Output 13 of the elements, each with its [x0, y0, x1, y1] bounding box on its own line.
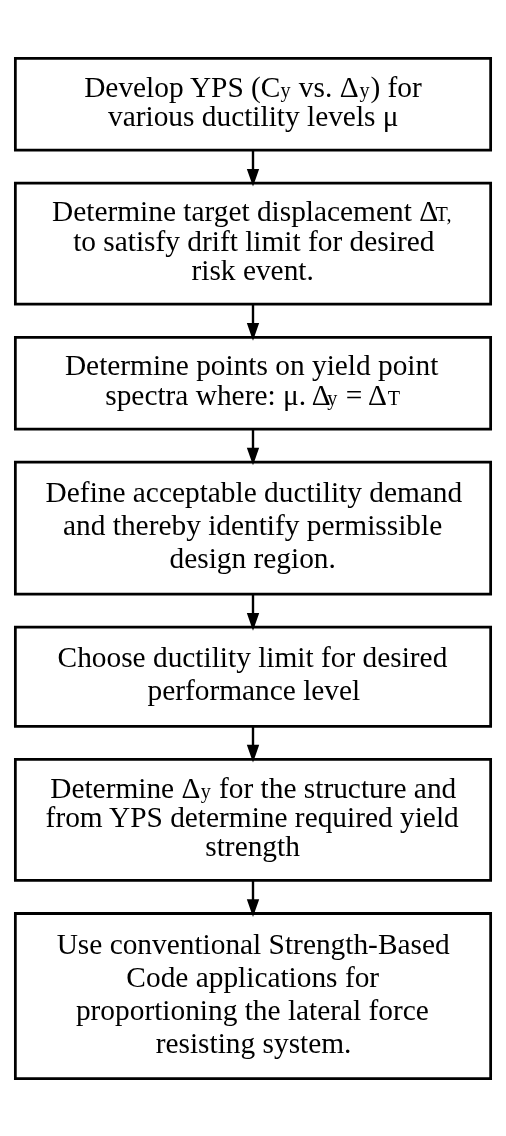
arrow	[246, 150, 260, 187]
arrow	[246, 594, 260, 631]
node-box: Use conventional Strength-Based Code applications for proportioning the lateral force resisting system.	[13, 911, 493, 1080]
arrow	[246, 429, 260, 465]
node-box: Choose ductility limit for desired performance level	[13, 625, 493, 728]
arrow	[246, 726, 260, 762]
node-box: Determine points on yield point spectra where: μ. Δy = ΔT	[13, 335, 493, 430]
arrow	[246, 880, 260, 917]
node-box: Develop YPS (Cy vs. Δy) for various ductility levels μ	[13, 56, 493, 151]
arrow	[246, 304, 260, 341]
node-box: Determine Δy for the structure and from YPS determine required yield strength	[13, 757, 493, 882]
node-box: Define acceptable ductility demand and thereby identify permissible design region.	[13, 460, 493, 596]
node-box: Determine target displacement ΔT, to satisfy drift limit for desired risk event.	[13, 181, 493, 306]
